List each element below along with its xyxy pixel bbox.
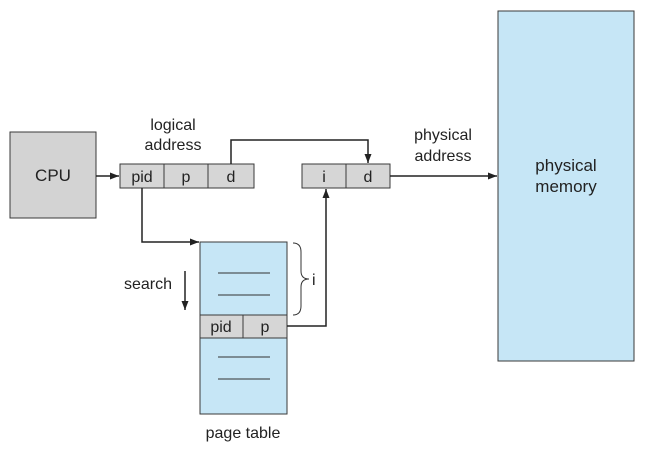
page-table-entry-p-label: p (261, 319, 270, 336)
index-label: i (312, 272, 316, 289)
index-i-arrow (287, 189, 330, 327)
logical-address-caption-line2: address (145, 137, 202, 154)
page-table-entry-pid-label: pid (210, 319, 231, 336)
logical-field-pid (119, 163, 165, 189)
logical-field-p-label: p (182, 169, 191, 186)
logical-field-d-label: d (227, 169, 236, 186)
physical-memory-label-line1: physical (535, 156, 596, 175)
offset-d-arrow (230, 139, 372, 164)
page-table-caption: page table (206, 425, 281, 442)
pid-to-page-table-arrow (141, 188, 199, 246)
logical-address-register: pid p d (119, 163, 255, 189)
logical-field-pid-label: pid (131, 169, 152, 186)
physical-field-d (345, 163, 391, 189)
search-label: search (124, 276, 172, 293)
logical-address-caption-line1: logical (150, 117, 195, 134)
logical-field-d (207, 163, 255, 189)
index-brace (292, 242, 310, 316)
cpu-box (9, 131, 97, 219)
logical-field-p (163, 163, 209, 189)
physical-field-i (301, 163, 347, 189)
physical-memory-box (497, 10, 635, 362)
page-table-lower (199, 337, 288, 415)
physical-field-i-label: i (322, 169, 326, 186)
physical-address-caption-line2: address (415, 148, 472, 165)
physical-address-caption-line1: physical (414, 127, 472, 144)
physical-address-register: i d (301, 163, 391, 189)
physical-field-d-label: d (364, 169, 373, 186)
physical-memory-label-line2: memory (535, 177, 597, 196)
page-table-upper (199, 241, 288, 316)
cpu-label: CPU (35, 166, 71, 185)
page-table: pid p (199, 241, 288, 415)
